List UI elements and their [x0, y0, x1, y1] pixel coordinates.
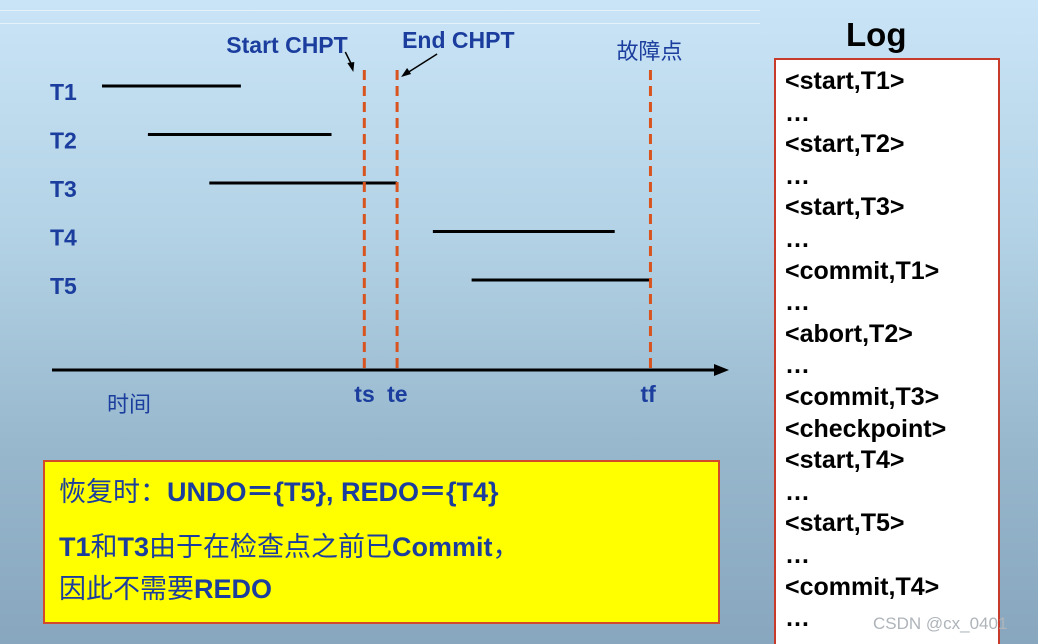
log-entry: <start,T4>: [785, 446, 905, 475]
transaction-label: T3: [50, 176, 77, 202]
transaction-label: T5: [50, 273, 77, 299]
pointer-arrow-icon: [401, 68, 412, 77]
time-axis-label: 时间: [107, 393, 151, 418]
log-entry: …: [785, 161, 810, 190]
log-entry: …: [785, 288, 810, 317]
note-line-1: 恢复时：UNDO＝{T5}, REDO＝{T4}: [59, 470, 718, 514]
note-line-3: 因此不需要REDO: [59, 568, 718, 610]
note-t1: T1: [59, 532, 91, 562]
pointer-arrow-icon: [347, 62, 355, 72]
axis-arrow-icon: [714, 364, 729, 376]
marker-tick-label: te: [387, 381, 407, 407]
log-entry: …: [785, 98, 810, 127]
marker-title: Start CHPT: [226, 32, 347, 58]
marker-title: End CHPT: [402, 27, 514, 53]
note-comma: ，: [492, 532, 520, 563]
note-redo: REDO: [194, 574, 273, 604]
marker-tick-label: ts: [354, 381, 374, 407]
log-entry: …: [785, 477, 810, 506]
log-entry: <start,T1>: [785, 67, 905, 95]
log-entry: <start,T5>: [785, 509, 905, 538]
log-panel: <start,T1>…<start,T2>…<start,T3>…<commit…: [774, 58, 1000, 644]
log-entry: …: [785, 224, 810, 253]
log-title: Log: [846, 16, 907, 53]
note-commit: Commit: [392, 532, 493, 562]
marker-title: 故障点: [616, 40, 682, 65]
log-entry: <checkpoint>: [785, 414, 947, 443]
note-undo-redo: UNDO＝{T5}, REDO＝{T4}: [167, 477, 499, 507]
watermark: CSDN @cx_0401: [873, 614, 1008, 633]
log-entry: <start,T2>: [785, 130, 905, 159]
log-entry: …: [785, 351, 810, 380]
pointer-arrow: [406, 53, 438, 74]
log-entry: …: [785, 540, 810, 569]
transaction-label: T2: [50, 128, 77, 154]
note-text: 由于在检查点之前已: [149, 532, 393, 563]
log-entry: <abort,T2>: [785, 319, 913, 348]
note-text: 因此不需要: [59, 574, 194, 605]
header-decoration: [0, 10, 760, 24]
note-line-2: T1和T3由于在检查点之前已Commit，: [59, 526, 718, 568]
note-t3: T3: [117, 532, 150, 562]
pointer-arrow: [344, 51, 352, 65]
transaction-label: T4: [50, 225, 77, 251]
marker-tick-label: tf: [640, 381, 656, 407]
log-entry: …: [785, 604, 810, 633]
log-entry: <commit,T1>: [785, 256, 940, 285]
transaction-label: T1: [50, 79, 77, 105]
log-entry: <start,T3>: [785, 193, 905, 222]
log-entry: <commit,T4>: [785, 572, 940, 601]
note-text: 和: [90, 532, 118, 563]
recovery-note: 恢复时：UNDO＝{T5}, REDO＝{T4} T1和T3由于在检查点之前已C…: [43, 460, 720, 624]
note-prefix: 恢复时：: [59, 477, 167, 508]
log-entry: <commit,T3>: [785, 382, 940, 411]
